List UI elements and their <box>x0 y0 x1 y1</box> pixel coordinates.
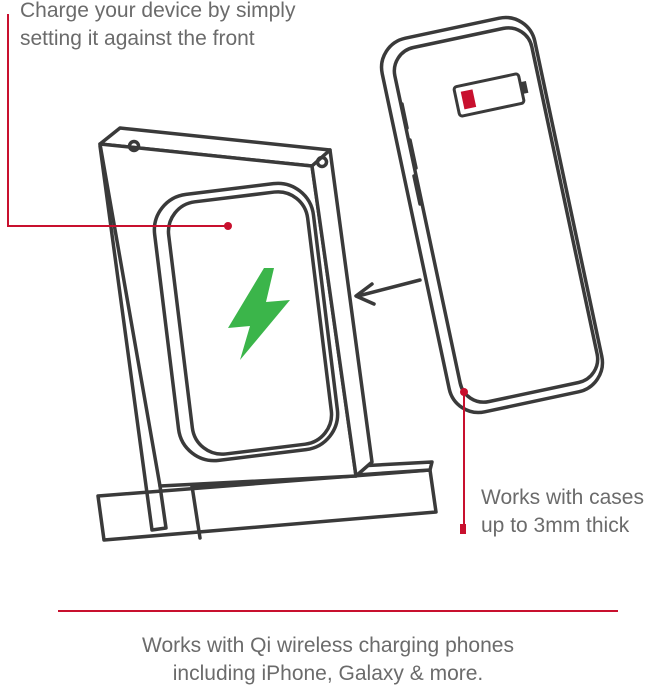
screw-hole-right <box>315 155 329 169</box>
lightning-bolt-icon <box>228 268 290 360</box>
callout-line-cases <box>460 388 468 534</box>
phone <box>379 15 605 415</box>
direction-arrow <box>354 278 422 306</box>
compatibility-note: Works with Qi wireless charging phones i… <box>0 632 656 688</box>
callout-cases-text: Works with cases up to 3mm thick <box>481 486 644 537</box>
callout-front-text: Charge your device by simply setting it … <box>20 0 296 50</box>
low-battery-icon <box>452 72 529 118</box>
divider <box>58 610 618 612</box>
compatibility-line-2: including iPhone, Galaxy & more. <box>172 662 484 685</box>
screw-hole-left <box>127 139 141 153</box>
callout-line-front <box>7 14 232 230</box>
compatibility-line-1: Works with Qi wireless charging phones <box>142 634 514 657</box>
